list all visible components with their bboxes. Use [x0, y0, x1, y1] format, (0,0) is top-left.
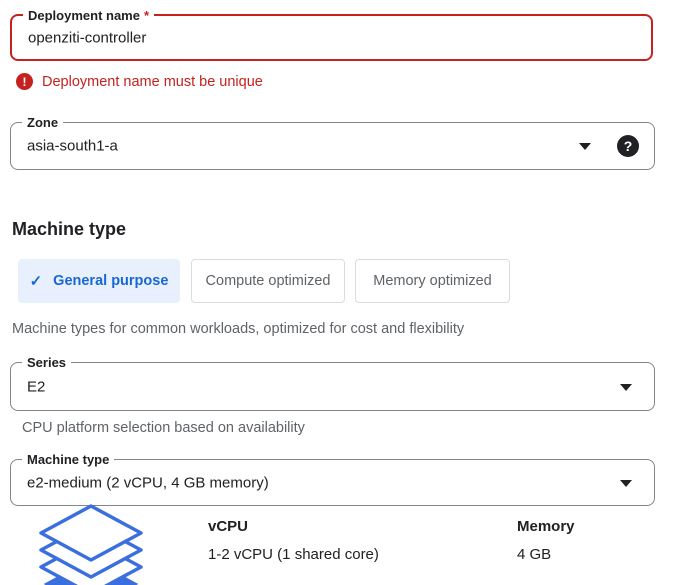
series-value: E2	[27, 378, 46, 395]
series-label-text: Series	[27, 355, 67, 370]
zone-field[interactable]: Zone asia-south1-a ?	[10, 114, 655, 170]
deployment-name-error: ! Deployment name must be unique	[16, 73, 263, 90]
tab-label: Memory optimized	[373, 273, 492, 289]
error-message-text: Deployment name must be unique	[42, 73, 263, 90]
machine-type-value: e2-medium (2 vCPU, 4 GB memory)	[27, 474, 269, 491]
chevron-down-icon[interactable]	[620, 383, 632, 391]
deployment-name-input[interactable]	[28, 29, 588, 46]
machine-type-label: Machine type	[22, 451, 115, 468]
machine-type-description: Machine types for common workloads, opti…	[12, 321, 465, 337]
memory-column-header: Memory	[517, 518, 575, 535]
memory-value: 4 GB	[517, 546, 552, 563]
machine-type-heading: Machine type	[12, 219, 127, 239]
zone-label: Zone	[22, 114, 64, 131]
tab-memory-optimized[interactable]: Memory optimized	[355, 259, 510, 303]
required-asterisk: *	[143, 8, 150, 23]
zone-value: asia-south1-a	[27, 137, 118, 155]
vcpu-value: 1-2 vCPU (1 shared core)	[208, 546, 379, 563]
error-icon: !	[16, 73, 33, 90]
deployment-name-label: Deployment name*	[23, 7, 155, 24]
deployment-name-field[interactable]: Deployment name*	[10, 7, 653, 61]
series-helper-text: CPU platform selection based on availabi…	[22, 420, 305, 436]
tab-compute-optimized[interactable]: Compute optimized	[191, 259, 345, 303]
chevron-down-icon[interactable]	[579, 143, 591, 150]
machine-type-field[interactable]: Machine type e2-medium (2 vCPU, 4 GB mem…	[10, 451, 655, 506]
tab-label: General purpose	[53, 273, 169, 289]
help-icon[interactable]: ?	[617, 135, 639, 157]
check-icon: ✓	[29, 272, 43, 290]
zone-label-text: Zone	[27, 115, 59, 130]
series-field[interactable]: Series E2	[10, 354, 655, 411]
machine-type-label-text: Machine type	[27, 452, 110, 467]
tab-label: Compute optimized	[205, 273, 331, 289]
deployment-name-label-text: Deployment name	[28, 8, 140, 23]
series-label: Series	[22, 354, 72, 371]
tab-general-purpose[interactable]: ✓ General purpose	[18, 259, 180, 303]
chevron-down-icon[interactable]	[620, 479, 632, 487]
machine-series-layers-icon	[39, 504, 143, 585]
vcpu-column-header: vCPU	[208, 518, 249, 535]
